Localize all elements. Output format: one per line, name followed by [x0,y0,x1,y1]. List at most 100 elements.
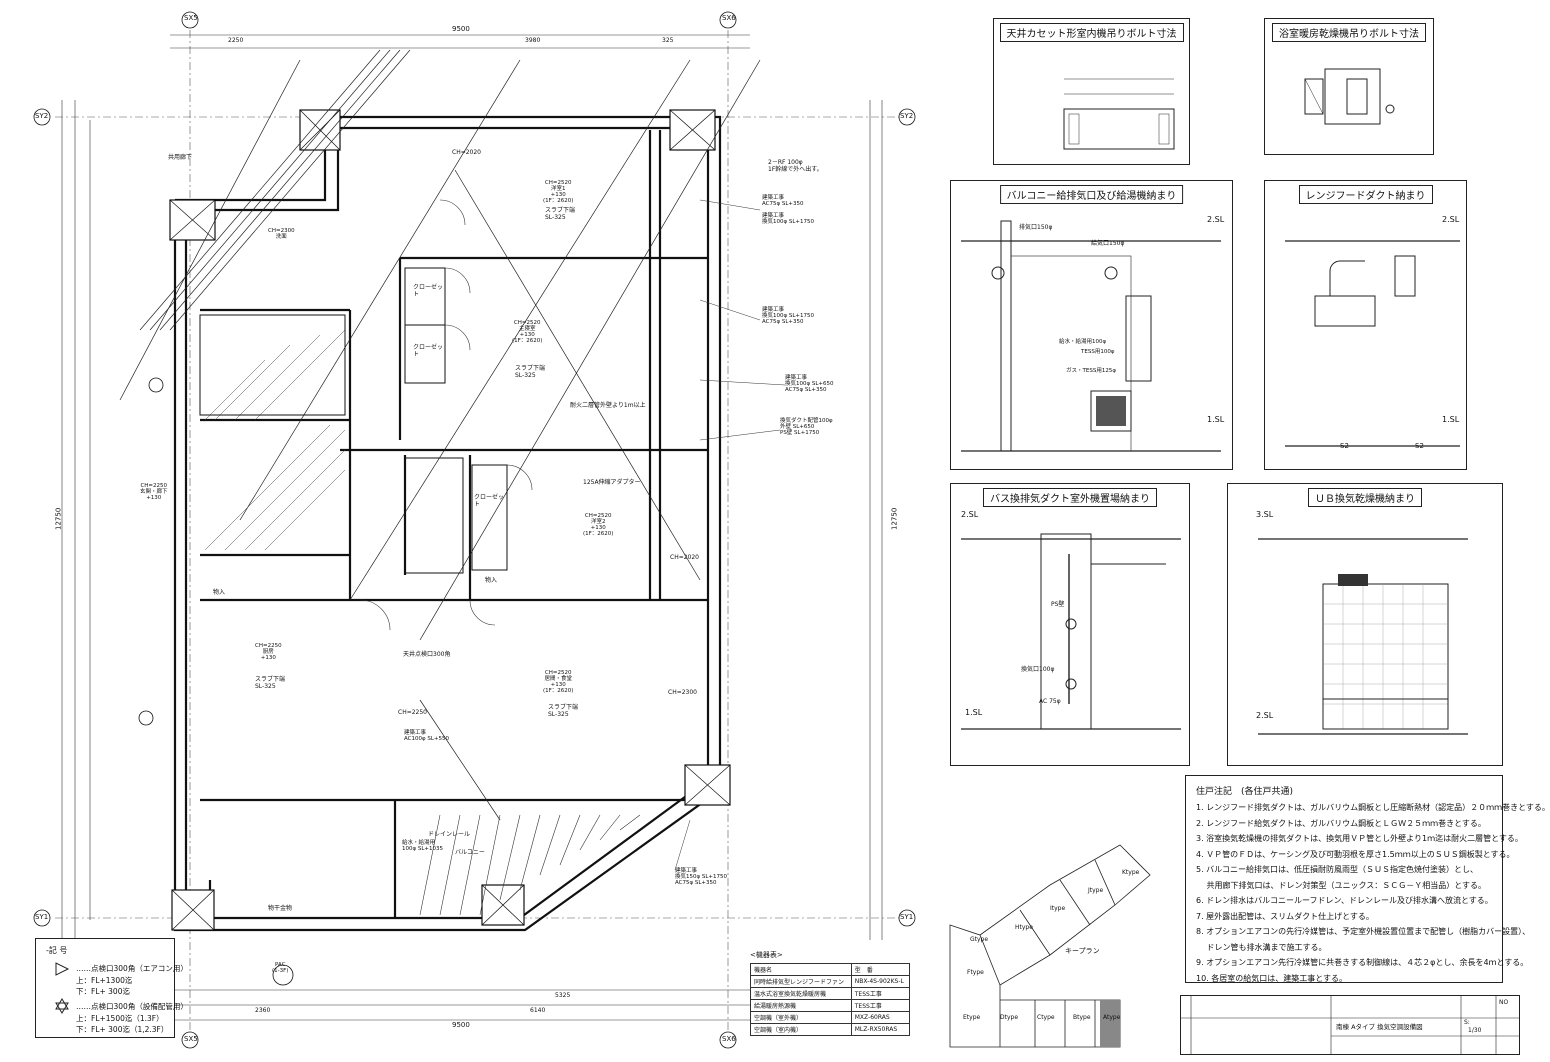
label-gas: ガス・TESS用125φ [1066,368,1116,374]
label-1sl-range: 1.SL [1442,415,1460,424]
label-room-3: CH=2520 洋室2 +130 (1F：2620) [583,513,614,538]
note-work-3: 建築工事 換気100φ SL+1750 AC75φ SL+350 [762,307,815,326]
equipment-cell: 温水式浴室換気乾燥暖房機 [750,987,852,1000]
grid-label-sx6: SX6 [722,14,736,22]
keyplan-htype: Htype [1015,924,1033,931]
legend-line-4: ……点検口300角（設備配管用） [76,1002,188,1011]
label-s2-a: S2 [1340,442,1349,450]
keyplan-ftype: Ftype [967,969,984,976]
label-exhaust: 排気口150φ [1019,224,1053,231]
ceiling-cassette-detail [1063,78,1175,150]
pac-marker: PAC (1-3F) [272,962,289,975]
label-room-1-slab: スラブ下端 SL-325 [545,207,576,221]
equipment-cell: TESS工事 [850,999,911,1012]
equipment-header-cell: 機器名 [750,963,852,976]
label-ch2020-a: CH=2020 [452,149,481,156]
equipment-caption: <機器表> [750,951,783,959]
dim-bottom-b: 5325 [555,992,571,999]
title-block-scale: 1/30 [1468,1027,1482,1034]
label-ch2250: CH=2250 [398,709,427,716]
dim-right-total: 12750 [890,507,899,530]
note-line: 5. バルコニー給排気口は、低圧損耐防風雨型（ＳＵＳ指定色焼付塗装）とし、 [1196,865,1479,874]
label-1sl-bath: 1.SL [965,708,983,717]
note-line: ドレン管も排水溝まで施工する。 [1196,942,1327,952]
keyplan-itype: Itype [1050,905,1066,912]
grid-label-sy2-right: SY2 [900,112,914,120]
label-common-corridor: 共用廊下 [168,154,193,161]
range-hood-detail [1285,240,1460,447]
legend-line-6: 下：FL+ 300迄（1,2.3F） [76,1025,169,1034]
label-2sl-range: 2.SL [1442,215,1460,224]
dim-top-b: 3980 [525,37,541,44]
label-storage-2: 物入 [485,577,498,584]
title-block-no: NO [1499,999,1509,1006]
label-kitchen: CH=2250 厨房 +130 [255,643,282,662]
label-room-2: CH=2520 主寝室 +130 (1F：2620) [512,320,543,345]
title-block-grid [1181,996,1519,1054]
note-line: 3. 浴室換気乾燥機の排気ダクトは、換気用ＶＰ管とし外壁より1ｍ迄は耐火二層管と… [1196,834,1523,843]
note-work-2: 建築工事 換気100φ SL+1750 [762,213,815,226]
note-line: 7. 屋外露出配管は、スリムダクト仕上げとする。 [1196,911,1374,921]
keyplan-gtype: Gtype [970,936,989,943]
note-line: 10. 各居室の給気口は、建築工事とする。 [1196,973,1348,983]
equipment-row: 空調機（室内機）MLZ-RX50RAS [750,1023,911,1036]
label-closet-2: クローゼット [413,344,444,358]
note-drain-rail: ドレインレール [428,831,471,838]
equipment-cell: TESS工事 [850,987,911,1000]
label-room-2-slab: スラブ下端 SL-325 [515,365,546,379]
label-ch2300: CH=2300 [668,689,697,696]
keyplan-etype: Etype [963,1014,981,1021]
grid-label-sy2: SY2 [35,112,49,120]
grid-label-sy1-right: SY1 [900,913,914,921]
panel-ceiling-cassette: 天井カセット形室内機吊りボルト寸法 [993,18,1190,165]
panel-bath-exhaust: バス換排気ダクト室外機置場納まり 2.SL 1.SL 換気口100φ AC 75… [950,483,1190,766]
label-1sl: 1.SL [1207,415,1225,424]
label-room-1: CH=2520 洋室1 +130 (1F：2620) [543,180,574,205]
label-living-dining: CH=2520 居間・食堂 +130 (1F：2620) [543,670,574,695]
equipment-header-row: 機器名型 番 [750,963,911,976]
note-line: 8. オプションエアコンの先行冷媒管は、予定室外機設置位置まで配管し（樹脂カバー… [1196,927,1531,936]
dim-bottom-a: 6140 [530,1007,546,1014]
label-entry-hall: CH=2250 玄関・廊下 +130 [140,483,168,502]
label-closet-1: クローゼット [413,284,444,298]
equipment-header-cell: 型 番 [850,963,911,976]
note-fire-pipe: 耐火二層管外壁より1m以上 [570,402,646,409]
label-ac-75: AC 75φ [1039,698,1061,705]
title-block: 南棟 Aタイプ 換気空調設備図 S: 1/30 NO [1180,995,1520,1055]
label-2sl: 2.SL [1207,215,1225,224]
bath-exhaust-detail [961,533,1181,730]
note-supply: 給水・給湯用 100φ SL+1035 [402,840,444,853]
legend-title: -記 号 [46,946,68,955]
dim-top-a: 2250 [228,37,244,44]
bath-dryer-detail [1304,68,1395,125]
legend-symbols [55,962,70,1014]
note-inspection: 天井点検口300角 [403,651,451,658]
label-storage: 物入 [213,589,226,596]
equipment-cell: 空調機（室内機） [750,1023,852,1036]
balcony-vents-detail [961,220,1221,452]
note-line: 共用廊下排気口は、ドレン対策型（ユニックス：ＳＣＧ－Ｙ相当品）とする。 [1196,880,1487,890]
panel-range-hood-title: レンジフードダクト納まり [1298,185,1433,204]
grid-label-sx5-bottom: SX5 [184,1035,198,1043]
grid-label-sx5: SX5 [184,14,198,22]
note-line: 6. ドレン排水はバルコニールーフドレン、ドレンレール及び排水溝へ放流とする。 [1196,896,1493,905]
keyplan-dtype: Dtype [1000,1014,1019,1021]
label-ch2020-b: CH=2020 [670,554,699,561]
keyplan-atype: Atype [1103,1014,1121,1021]
label-outdoor-hanger: 物干金物 [268,905,293,912]
dim-bottom-c: 2360 [255,1007,271,1014]
note-line: 1. レンジフード排気ダクトは、ガルバリウム鋼板とし圧縮断熱材（認定品）２０ｍｍ… [1196,803,1550,812]
equipment-cell: NBX-4S-902KS-L [850,975,911,988]
panel-bath-dryer-title: 浴室暖房乾燥機吊りボルト寸法 [1272,23,1426,42]
panel-balcony-vents-title: バルコニー給排気口及び給湯機納まり [999,185,1184,204]
label-supply: 給気口150φ [1091,240,1125,247]
grid-label-sx6-bottom: SX6 [722,1035,736,1043]
label-ps-wall: PS壁 [1051,601,1065,608]
note-work-7: 建築工事 AC100φ SL+550 [404,730,450,743]
label-balcony: バルコニー [455,849,485,856]
